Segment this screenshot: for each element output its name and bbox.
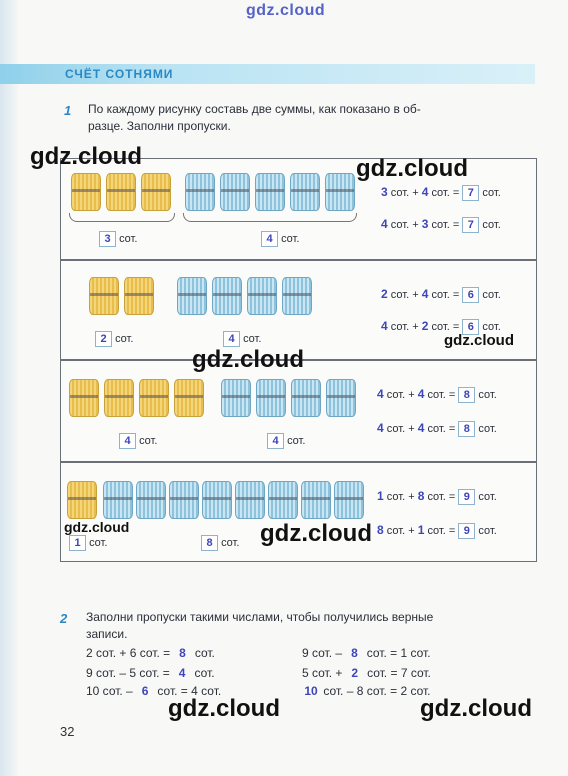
blue-hundred-bundle (326, 379, 356, 417)
task-1-panel-4: 1 сот. 8 сот. 1 сот. + 8 сот. = 9 сот. 8… (60, 462, 537, 562)
yellow-hundred-bundle (104, 379, 134, 417)
blue-hundred-bundle (291, 379, 321, 417)
group-left-label: 3 сот. (99, 231, 137, 247)
equation-1: 2 сот. + 4 сот. = 6 сот. (381, 287, 501, 303)
blue-hundred-bundle (325, 173, 355, 211)
blue-hundred-bundle (301, 481, 331, 519)
group-right-label: 4 сот. (267, 433, 305, 449)
task-1-panel-1: 3 сот. 4 сот. 3 сот. + 4 сот. = 7 сот. 4… (60, 158, 537, 260)
section-title: СЧЁТ СОТНЯМИ (65, 67, 174, 81)
blue-hundred-bundle (282, 277, 312, 315)
task-1-text-line2: разце. Заполни пропуски. (88, 119, 231, 133)
watermark: gdz.cloud (356, 155, 468, 182)
watermark: gdz.cloud (192, 346, 304, 373)
task-2-text-line2: записи. (86, 627, 128, 641)
equation-2: 4 сот. + 4 сот. = 8 сот. (377, 421, 497, 437)
watermark: gdz.cloud (64, 519, 130, 535)
blue-hundred-bundle (220, 173, 250, 211)
group-left-label: 2 сот. (95, 331, 133, 347)
task-2-right-2: 5 сот. + 2 сот. = 7 сот. (302, 666, 431, 680)
group-right-label: 8 сот. (201, 535, 239, 551)
yellow-hundred-bundle (69, 379, 99, 417)
blue-hundred-bundle (235, 481, 265, 519)
yellow-hundred-bundle (174, 379, 204, 417)
group-right-label: 4 сот. (261, 231, 299, 247)
watermark: gdz.cloud (30, 143, 142, 170)
task-2-number: 2 (60, 611, 68, 626)
blue-hundred-bundle (185, 173, 215, 211)
equation-1: 4 сот. + 4 сот. = 8 сот. (377, 387, 497, 403)
task-2-text-line1: Заполни пропуски такими числами, чтобы п… (86, 610, 434, 624)
yellow-hundred-bundle (124, 277, 154, 315)
blue-hundred-bundle (247, 277, 277, 315)
task-1-panel-2: 2 сот. 4 сот. 2 сот. + 4 сот. = 6 сот. 4… (60, 260, 537, 360)
yellow-hundred-bundle (67, 481, 97, 519)
page-number: 32 (60, 724, 75, 739)
blue-hundred-bundle (290, 173, 320, 211)
blue-hundred-bundle (334, 481, 364, 519)
page-left-edge (0, 0, 18, 776)
watermark: gdz.cloud (168, 695, 280, 722)
blue-hundred-bundle (169, 481, 199, 519)
equation-1: 1 сот. + 8 сот. = 9 сот. (377, 489, 497, 505)
task-1-number: 1 (64, 103, 72, 118)
equation-2: 4 сот. + 3 сот. = 7 сот. (381, 217, 501, 233)
watermark: gdz.cloud (420, 695, 532, 722)
blue-hundred-bundle (136, 481, 166, 519)
blue-hundred-bundle (255, 173, 285, 211)
task-2-left-1: 2 сот. + 6 сот. = 8 сот. (86, 646, 215, 660)
blue-hundred-bundle (212, 277, 242, 315)
yellow-hundred-bundle (89, 277, 119, 315)
yellow-hundred-bundle (71, 173, 101, 211)
yellow-hundred-bundle (106, 173, 136, 211)
blue-hundred-bundle (256, 379, 286, 417)
watermark-top: gdz.cloud (246, 2, 326, 19)
yellow-hundred-bundle (139, 379, 169, 417)
equation-2: 4 сот. + 2 сот. = 6 сот. (381, 319, 501, 335)
group-left-label: 4 сот. (119, 433, 157, 449)
blue-hundred-bundle (103, 481, 133, 519)
blue-hundred-bundle (177, 277, 207, 315)
blue-hundred-bundle (268, 481, 298, 519)
watermark: gdz.cloud (260, 520, 372, 547)
yellow-hundred-bundle (141, 173, 171, 211)
section-header-stripe (0, 64, 535, 84)
equation-1: 3 сот. + 4 сот. = 7 сот. (381, 185, 501, 201)
group-right-label: 4 сот. (223, 331, 261, 347)
brace-left (69, 213, 175, 222)
task-1-text-line1: По каждому рисунку составь две суммы, ка… (88, 102, 421, 116)
blue-hundred-bundle (202, 481, 232, 519)
task-2-left-2: 9 сот. – 5 сот. = 4 сот. (86, 666, 215, 680)
task-1-panel-3: 4 сот. 4 сот. 4 сот. + 4 сот. = 8 сот. 4… (60, 360, 537, 462)
brace-right (183, 213, 357, 222)
blue-hundred-bundle (221, 379, 251, 417)
group-left-label: 1 сот. (69, 535, 107, 551)
watermark: gdz.cloud (444, 332, 514, 349)
task-2-right-1: 9 сот. – 8 сот. = 1 сот. (302, 646, 431, 660)
task-2-left-3: 10 сот. – 6 сот. = 4 сот. (86, 684, 222, 698)
task-2-right-3: 10 сот. – 8 сот. = 2 сот. (304, 684, 431, 698)
equation-2: 8 сот. + 1 сот. = 9 сот. (377, 523, 497, 539)
